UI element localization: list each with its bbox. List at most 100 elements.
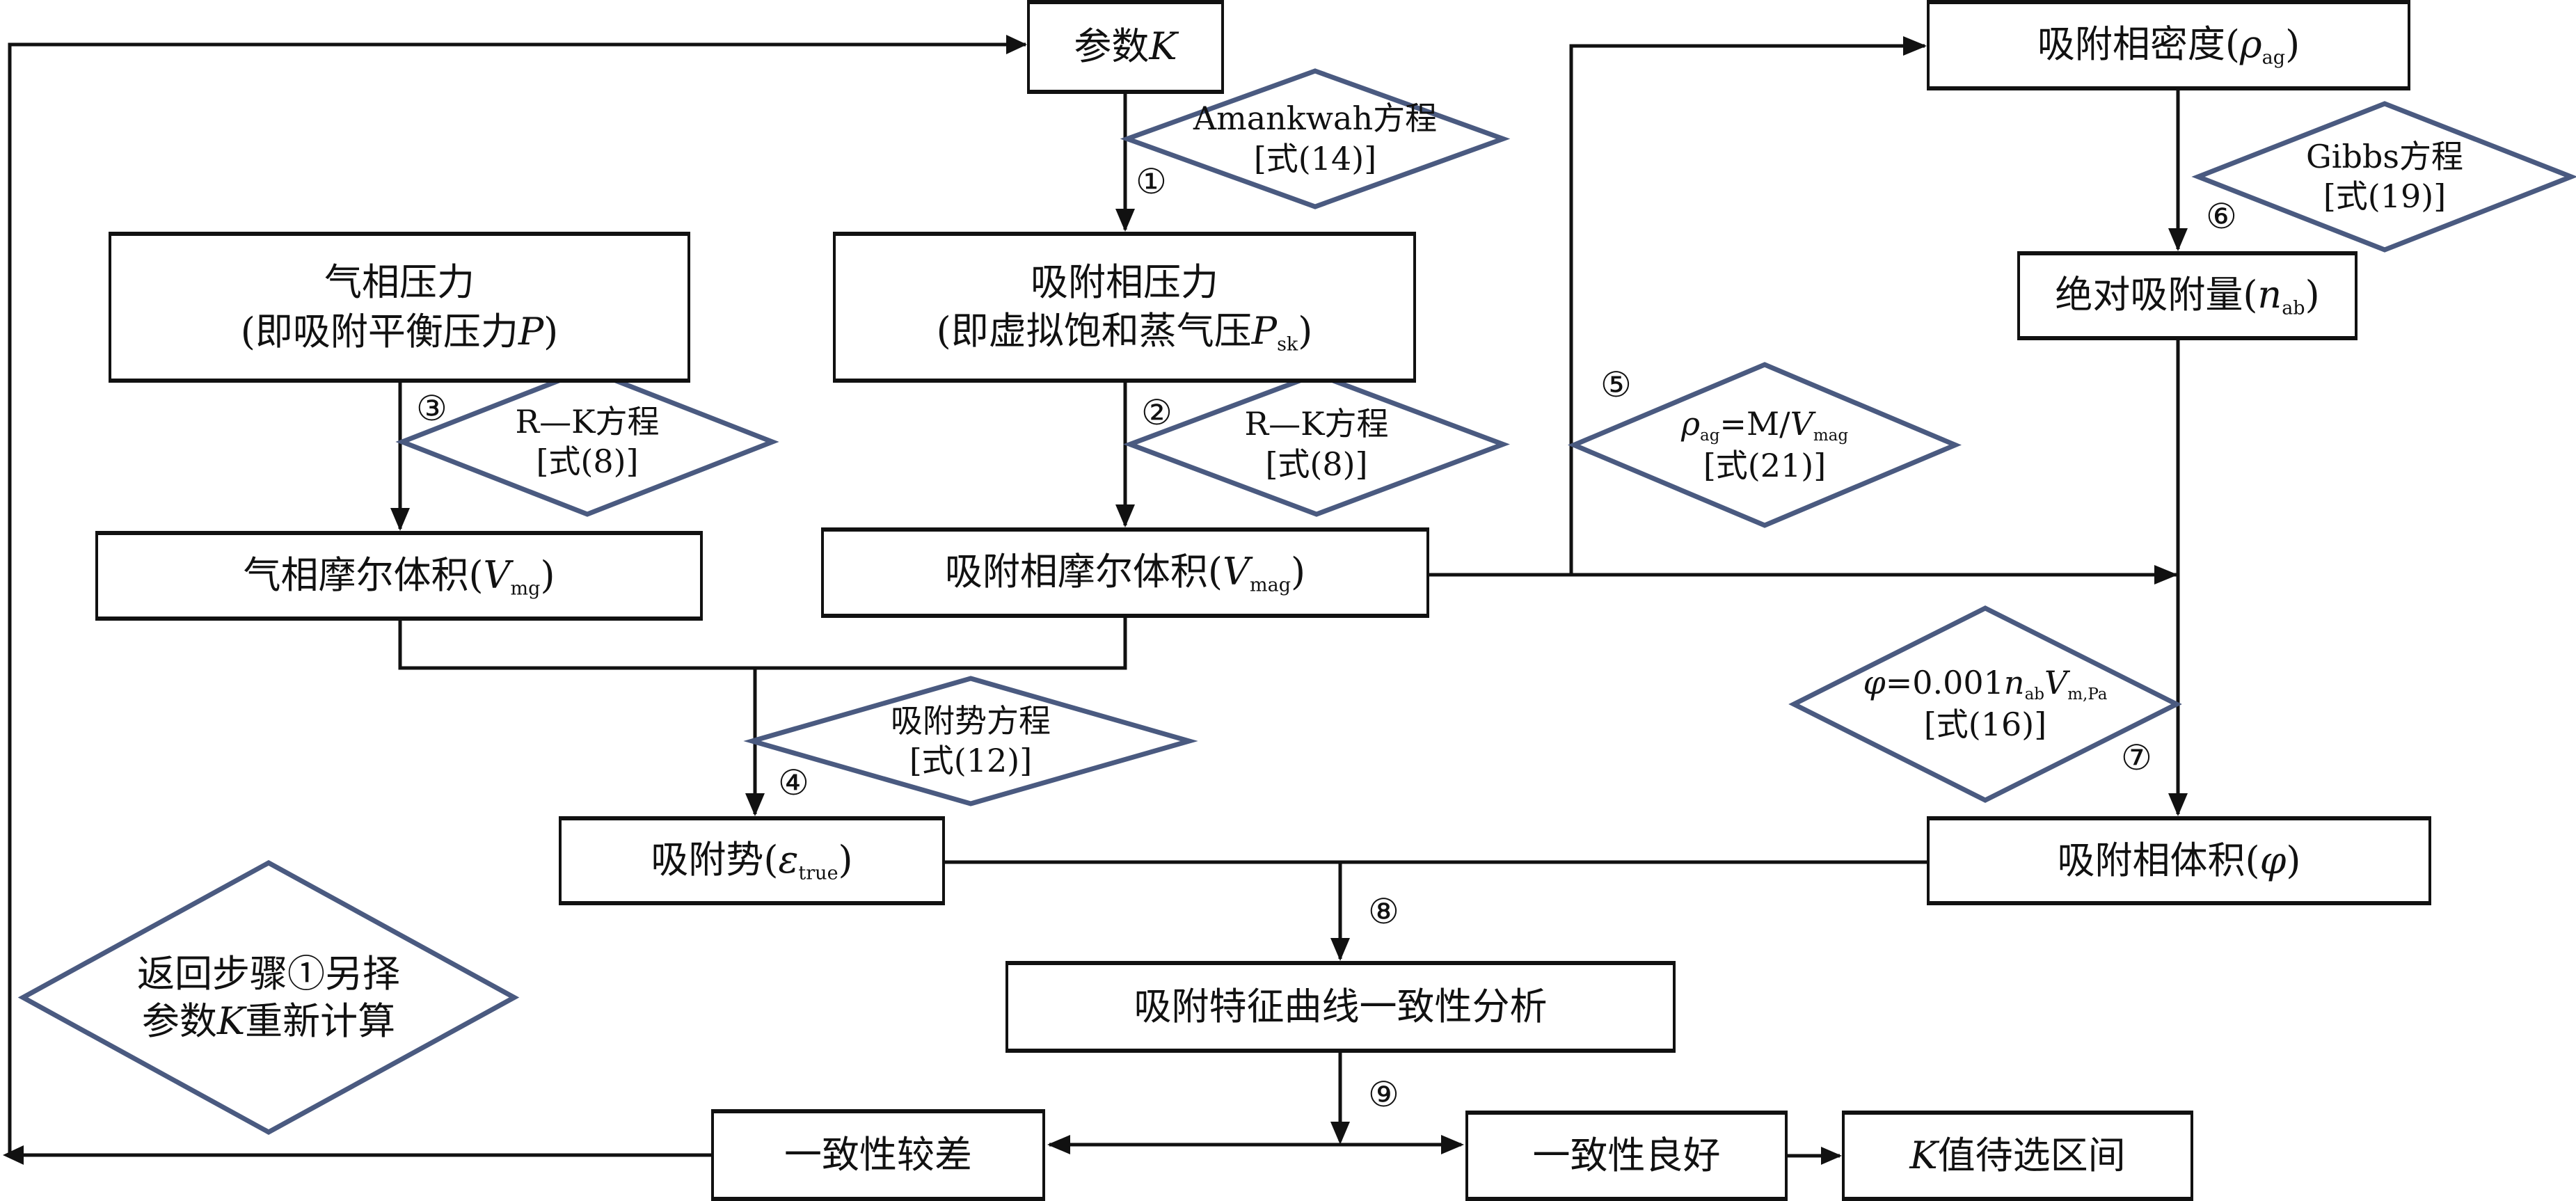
volume-eq-v: V [2044,664,2068,702]
abs-adsorption-var: n [2257,273,2282,317]
abs-adsorption-box: 绝对吸附量(nab) [2017,251,2358,340]
ads-density-var: ρ [2239,22,2262,67]
k-range-var: K [1909,1133,1938,1177]
density-eq-v: V [1790,404,1813,443]
potential-eq-name: 吸附势方程 [891,701,1051,740]
abs-adsorption-close: ) [2305,273,2320,317]
ads-potential-var: ε [778,838,799,882]
rk-gas-eq-ref: [式(8)] [536,443,639,480]
k-range-box: K值待选区间 [1842,1111,2193,1201]
amankwah-eq-name: Amankwah方程 [1193,100,1438,137]
step-7-marker: ⑦ [2121,738,2152,778]
density-eq-mid: =M/ [1719,404,1790,443]
ads-molar-volume-sub: mag [1250,574,1291,596]
gas-molar-volume-box: 气相摩尔体积(Vmg) [95,531,703,621]
gas-molar-volume-label: 气相摩尔体积( [243,552,484,597]
ads-molar-volume-label: 吸附相摩尔体积( [944,550,1223,594]
rk-gas-diamond [395,367,779,517]
step-5-marker: ⑤ [1600,365,1632,405]
gibbs-diamond-label: Gibbs方程 [式(19)] [2198,104,2571,250]
ads-density-sub: ag [2261,47,2286,69]
ads-volume-box: 吸附相体积(φ) [1927,816,2431,905]
param-k-label: 参数 [1074,24,1150,69]
density-eq-diamond [1567,362,1962,528]
volume-eq-n: n [2003,664,2025,702]
step-3-marker: ③ [416,388,447,429]
ads-potential-sub: true [798,862,838,884]
arrowhead-to-k [1006,35,1027,54]
volume-eq-diamond [1788,605,2182,803]
ads-molar-volume-var: V [1223,550,1250,594]
density-eq-rho: ρ [1680,404,1700,443]
volume-eq-mid: =0.001 [1885,664,2004,702]
arrowhead-to-poor [1047,1135,1070,1154]
arrowhead-to-ads-molar [1115,504,1135,527]
connector-loop-left [8,42,1026,1155]
volume-eq-ref: [式(16)] [1923,706,2047,744]
ads-potential-label: 吸附势( [651,838,779,882]
ads-pressure-title: 吸附相压力 [1031,260,1218,304]
arrowhead-to-left [3,1145,24,1165]
arrowhead-to-analysis [1330,938,1350,961]
ads-pressure-subtitle: (即虚拟饱和蒸气压 [936,308,1252,353]
arrowhead-to-ads-pressure [1115,209,1135,232]
step-9-marker: ⑨ [1368,1074,1399,1115]
step-2-marker: ② [1141,392,1172,433]
ads-volume-var: φ [2259,838,2287,882]
connector-to-density [1569,44,1925,575]
consistency-poor-label: 一致性较差 [784,1132,972,1177]
rk-ads-diamond [1123,372,1510,517]
return-step-line2-pre: 参数 [141,999,217,1043]
ads-density-box: 吸附相密度(ρag) [1927,0,2410,90]
ads-molar-volume-box: 吸附相摩尔体积(Vmag) [821,527,1429,618]
ads-pressure-close: ) [1298,308,1313,353]
arrowhead-to-good [1441,1135,1464,1154]
consistency-analysis-box: 吸附特征曲线一致性分析 [1005,961,1676,1053]
density-eq-sub2: mag [1813,426,1849,445]
return-step-diamond-label: 返回步骤①另择 参数K重新计算 [23,863,514,1132]
gas-molar-volume-var: V [483,552,511,597]
gas-pressure-close: ) [543,309,559,353]
arrowhead-to-volume [2168,793,2188,816]
consistency-poor-box: 一致性较差 [711,1109,1045,1201]
rk-ads-diamond-label: R—K方程 [式(8)] [1130,374,1503,514]
amankwah-diamond-label: Amankwah方程 [式(14)] [1127,71,1503,207]
rk-gas-diamond-label: R—K方程 [式(8)] [402,369,772,514]
gas-pressure-subtitle: (即吸附平衡压力 [240,309,518,353]
ads-density-label: 吸附相密度( [2037,22,2240,67]
gas-pressure-box: 气相压力 (即吸附平衡压力P) [109,232,690,383]
potential-eq-ref: [式(12)] [909,742,1033,779]
abs-adsorption-sub: ab [2282,297,2305,319]
potential-eq-diamond-label: 吸附势方程 [式(12)] [752,678,1189,804]
return-step-line1: 返回步骤①另择 [137,952,400,996]
ads-density-close: ) [2285,22,2300,67]
ads-pressure-var: P [1251,308,1278,353]
rk-gas-eq-name: R—K方程 [515,402,660,440]
rk-ads-eq-ref: [式(8)] [1265,445,1368,483]
consistency-good-label: 一致性良好 [1532,1133,1721,1177]
potential-eq-diamond [743,676,1198,806]
volume-eq-sub-v: m,Pa [2067,685,2108,704]
arrowhead-to-trunk [2154,565,2178,584]
ads-pressure-box: 吸附相压力 (即虚拟饱和蒸气压Psk) [833,232,1416,383]
arrowhead-to-density [1903,36,1927,56]
param-k-box: 参数K [1027,0,1224,94]
gas-molar-volume-sub: mg [510,578,541,600]
consistency-good-box: 一致性良好 [1465,1111,1788,1201]
gibbs-diamond [2191,101,2576,253]
arrowheads [3,35,2188,1165]
ads-volume-close: ) [2286,838,2301,882]
arrowhead-to-krange [1821,1147,1842,1165]
gas-molar-volume-close: ) [540,552,555,597]
gibbs-eq-ref: [式(19)] [2323,177,2447,215]
ads-volume-label: 吸附相体积( [2057,838,2260,882]
k-range-label: 值待选区间 [1937,1133,2126,1177]
connector-molar-merge [398,618,1127,670]
density-eq-sub1: ag [1699,426,1720,445]
param-k-var: K [1149,24,1177,69]
step-8-marker: ⑧ [1368,891,1399,932]
density-eq-ref: [式(21)] [1703,446,1827,484]
abs-adsorption-label: 绝对吸附量( [2055,273,2258,317]
volume-eq-phi: φ [1863,664,1886,702]
ads-potential-box: 吸附势(εtrue) [559,816,945,905]
